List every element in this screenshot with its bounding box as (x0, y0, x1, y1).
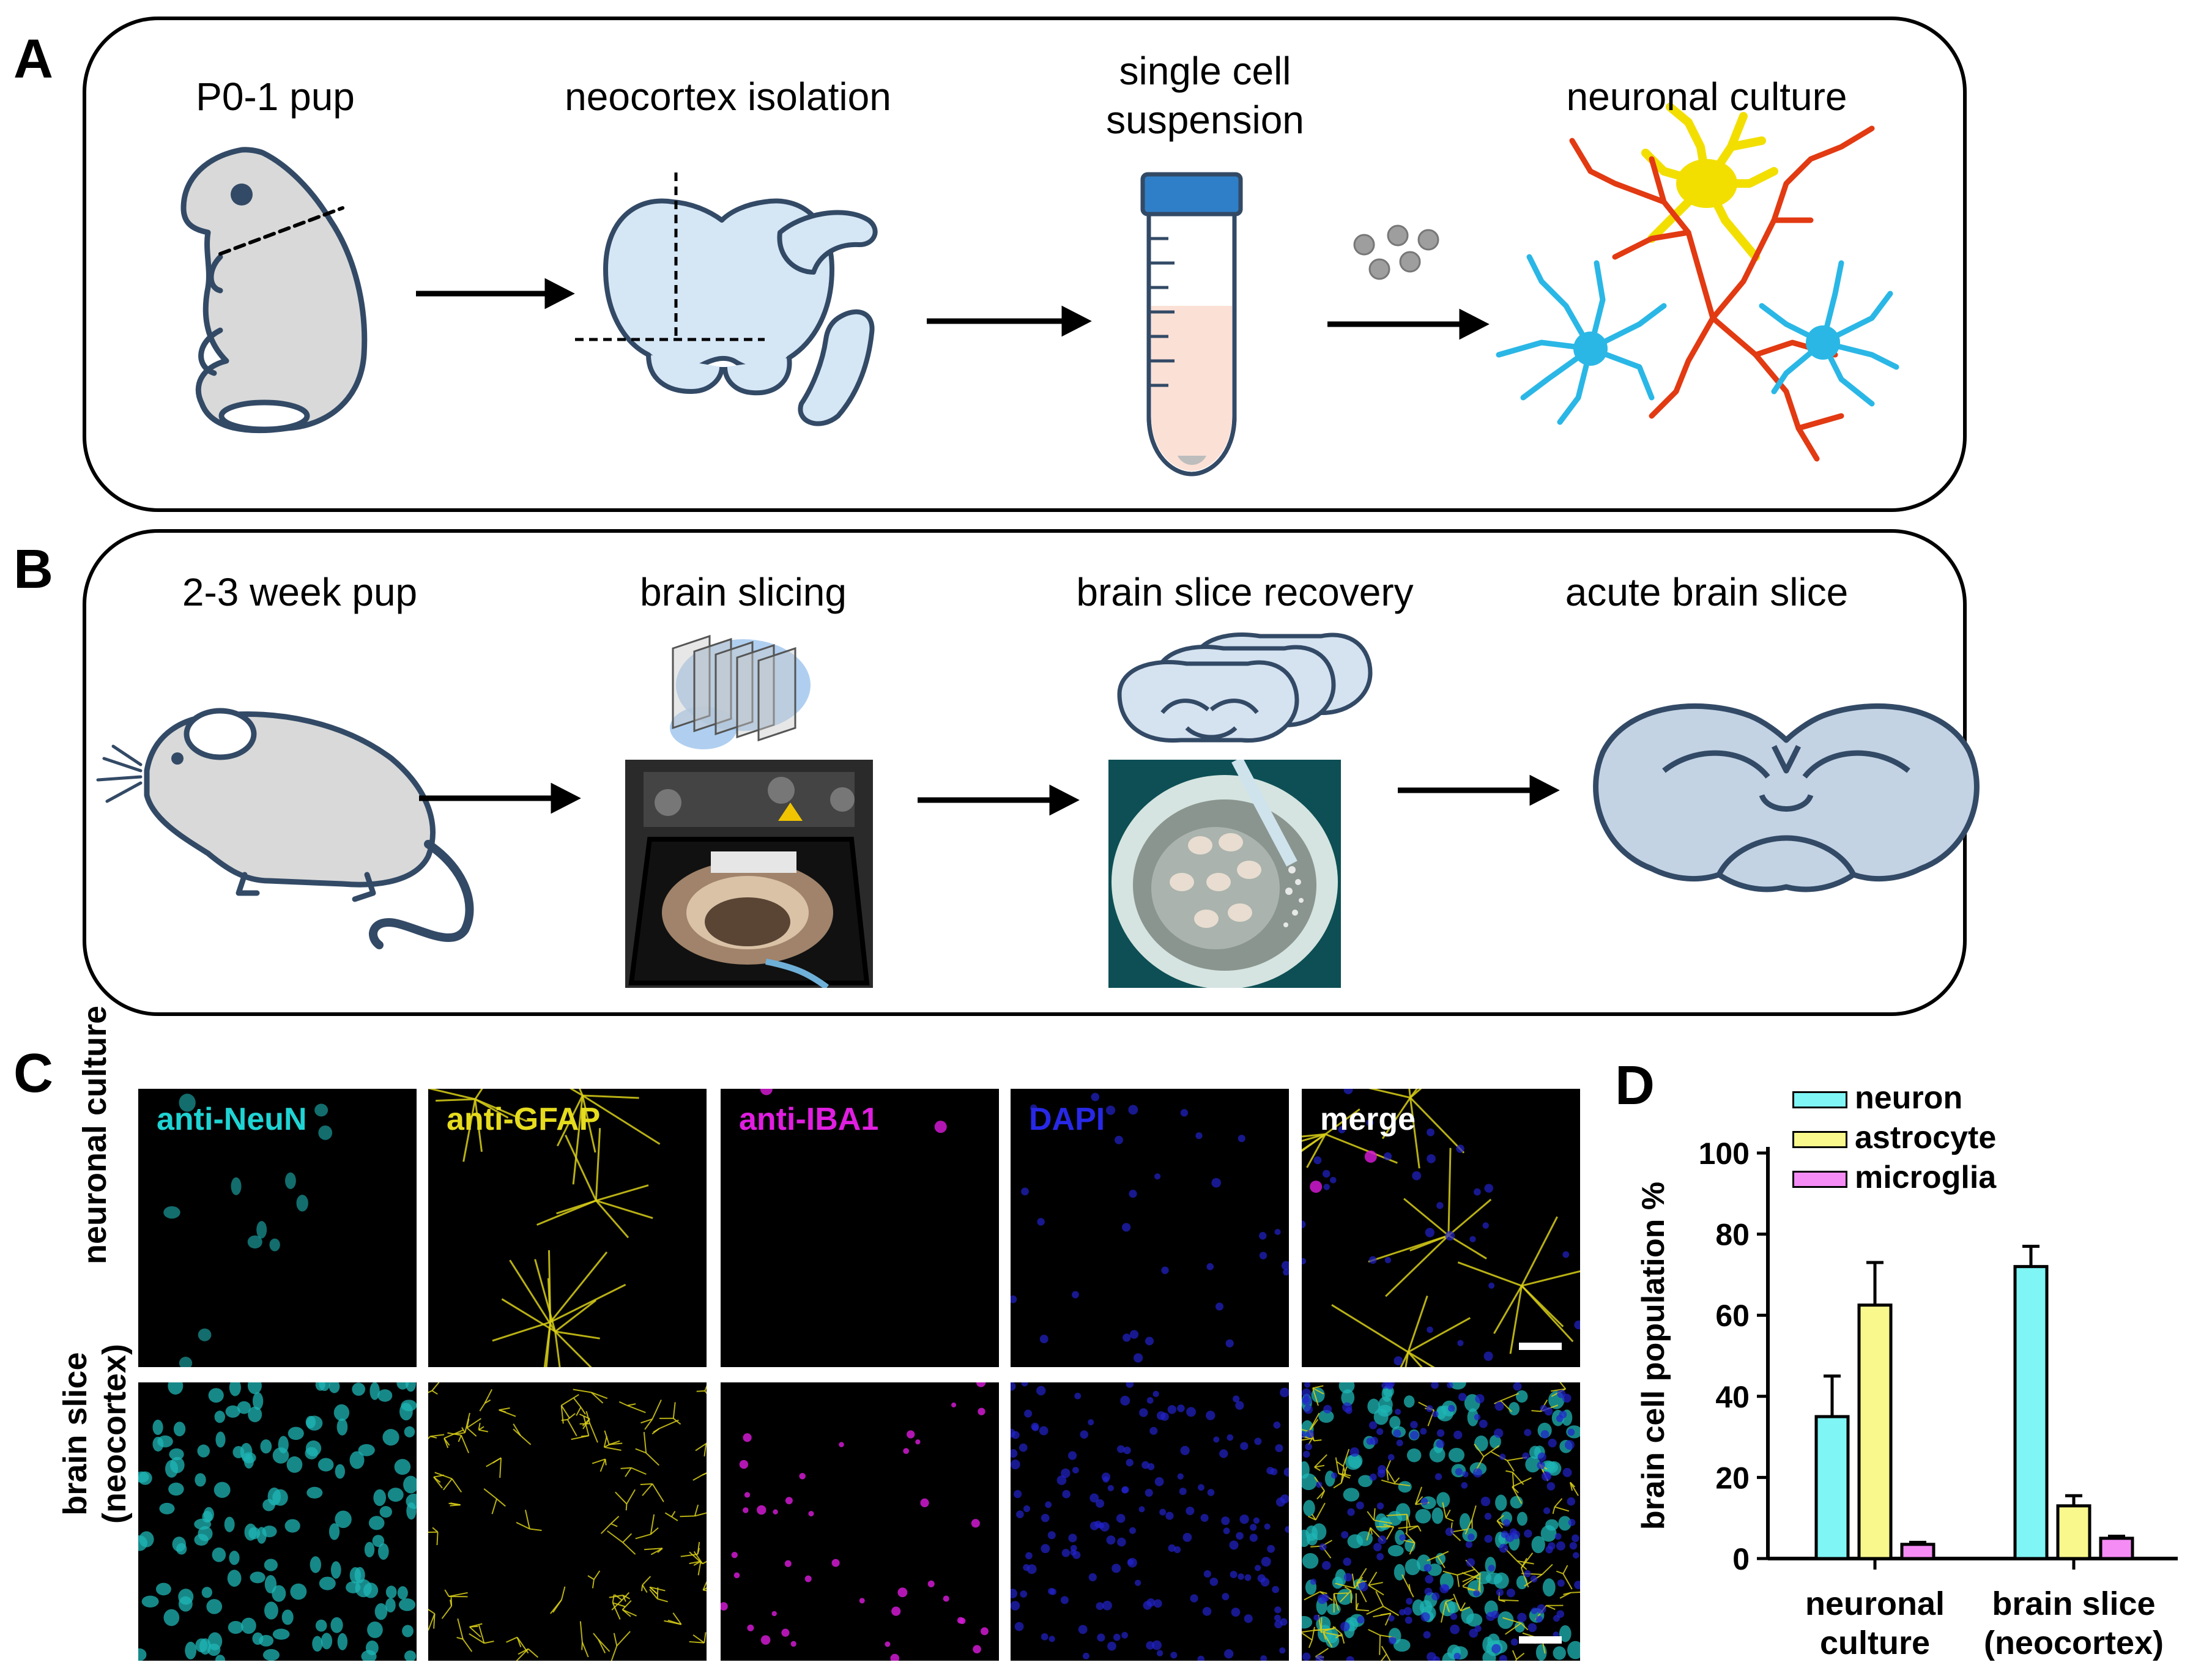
micrograph-neun-row1: anti-NeuN (138, 1089, 417, 1367)
panel-d-letter: D (1615, 1055, 1655, 1116)
legend-item-neuron: neuron (1792, 1080, 1962, 1116)
legend-label: astrocyte (1855, 1120, 1997, 1155)
legend-label: neuron (1855, 1080, 1963, 1116)
micrograph-dapi-row1: DAPI (1011, 1089, 1289, 1367)
y-tick-label: 80 (1715, 1218, 1750, 1252)
brain-slicing-illustration (670, 634, 811, 749)
newborn-pup-illustration (180, 147, 368, 434)
centrifuge-tube-illustration (1140, 172, 1243, 476)
panel-c-letter: C (13, 1043, 53, 1104)
x-category-label: brain slice (1992, 1585, 2155, 1622)
channel-label-merge: merge (1320, 1102, 1416, 1137)
panel-b-letter: B (13, 539, 53, 600)
bar-microglia-0 (1900, 1543, 1936, 1560)
x-category-label: culture (1820, 1625, 1930, 1661)
y-tick-label: 100 (1699, 1136, 1750, 1171)
y-tick-label: 60 (1715, 1299, 1750, 1333)
legend-swatch (1792, 1131, 1847, 1149)
micrograph-gfap-row2 (428, 1382, 707, 1661)
panel-a-frame (83, 17, 1967, 512)
acute-brain-slice-illustration (1593, 703, 1980, 892)
panel-a-letter: A (13, 29, 53, 90)
bar-neuron-0 (1814, 1415, 1850, 1560)
y-tick-label: 0 (1732, 1542, 1750, 1576)
step-label-recovery: brain slice recovery (1076, 570, 1414, 614)
micrograph-merge-row2 (1302, 1382, 1580, 1661)
channel-label-gfap: anti-GFAP (447, 1102, 601, 1137)
neuronal-culture-illustration (1496, 103, 1899, 462)
step-label-culture: neuronal culture (1566, 75, 1847, 119)
legend-item-astrocyte: astrocyte (1792, 1119, 1996, 1156)
recovery-chamber-photo (1108, 760, 1341, 988)
bar-astrocyte-1 (2056, 1504, 2091, 1560)
channel-label-dapi: DAPI (1029, 1102, 1105, 1137)
process-arrows-a (416, 278, 1490, 340)
legend-item-microglia: microglia (1792, 1159, 1996, 1196)
legend-label: microglia (1855, 1160, 1997, 1195)
micrograph-neun-row2 (138, 1382, 417, 1661)
micrograph-iba1-row2 (721, 1382, 999, 1661)
channel-label-neun: anti-NeuN (157, 1102, 307, 1137)
step-label-acute: acute brain slice (1565, 570, 1849, 614)
x-category-label: neuronal (1805, 1585, 1945, 1622)
micrograph-iba1-row1: anti-IBA1 (721, 1089, 999, 1367)
bar-neuron-1 (2013, 1265, 2049, 1560)
step-label-juvenile: 2-3 week pup (182, 570, 418, 614)
single-cells-illustration (1353, 224, 1439, 280)
micrograph-merge-row1: merge (1302, 1089, 1580, 1367)
micrograph-dapi-row2 (1011, 1382, 1289, 1661)
y-tick-label: 40 (1715, 1380, 1750, 1414)
brain-dissection-illustration (575, 172, 878, 426)
step-label-isolation: neocortex isolation (565, 75, 891, 119)
y-axis-label: brain cell population % (1636, 1182, 1671, 1530)
step-label-pup: P0-1 pup (196, 75, 355, 119)
micrograph-gfap-row1: anti-GFAP (428, 1089, 707, 1367)
y-tick-label: 20 (1715, 1461, 1750, 1495)
x-category-label: (neocortex) (1984, 1625, 2164, 1661)
step-label-slicing: brain slicing (640, 570, 847, 614)
bar-microglia-1 (2099, 1537, 2134, 1560)
juvenile-mouse-illustration (96, 708, 474, 949)
process-arrows-b (419, 774, 1560, 816)
channel-label-iba1: anti-IBA1 (739, 1102, 879, 1137)
vibratome-photo (625, 760, 873, 988)
legend-swatch (1792, 1171, 1847, 1188)
legend-swatch (1792, 1091, 1847, 1109)
bar-astrocyte-0 (1857, 1303, 1893, 1560)
brain-slices-illustration (1117, 632, 1373, 743)
